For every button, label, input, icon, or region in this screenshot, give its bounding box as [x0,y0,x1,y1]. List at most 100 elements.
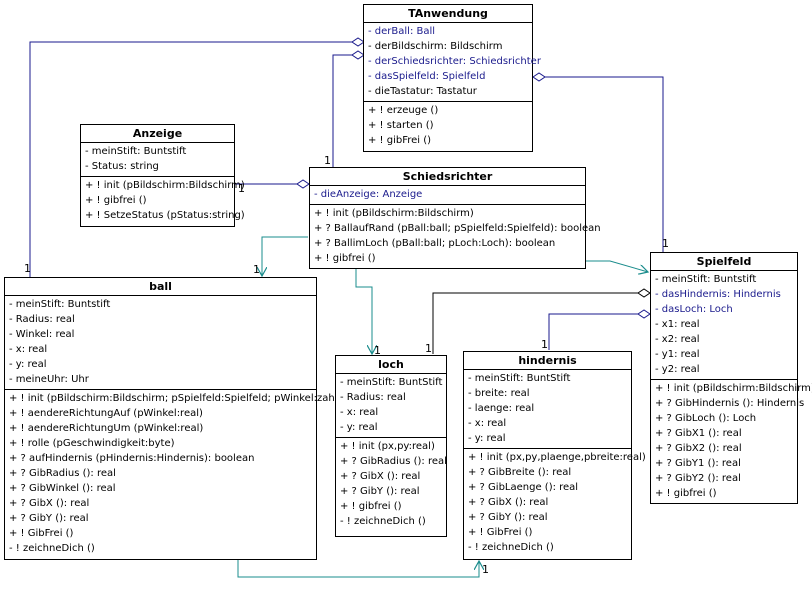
class-tanwendung[interactable]: TAnwendung - derBall: Ball - derBildschi… [363,4,541,152]
method-row: + ! gibfrei () [655,488,717,499]
diamond-tanwendung-spielfeld [532,72,546,82]
method-row: + ? GibY (): real [468,512,548,523]
method-row: + ! init (pBildschirm:Bildschirm; pSpiel… [9,393,342,404]
dep-ball-hindernis [237,560,479,578]
method-row: + ? BallimLoch (pBall:ball; pLoch:Loch):… [314,238,556,249]
methods-section: + ! erzeuge () + ! starten () + ! gibFre… [364,102,532,150]
method-row: + ? GibHindernis (): Hindernis [655,398,805,409]
class-name: loch [336,356,446,374]
method-row: + ? GibY1 (): real [655,458,741,469]
attributes-section: - meinStift: BuntStift - breite: real - … [464,370,631,449]
method-row: - ! zeichneDich () [468,542,554,553]
attribute-row: - meinStift: BuntStift [340,377,443,388]
attribute-row: - dieTastatur: Tastatur [368,86,477,97]
method-row: + ! SetzeStatus (pStatus:string) [85,210,245,221]
method-row: + ? GibY (): real [340,486,420,497]
method-row: + ! init (pBildschirm:Bildschirm) [85,180,245,191]
diamond-tanwendung-schiedsrichter [351,50,365,60]
attributes-section: - meinStift: BuntStift - Radius: real - … [336,374,446,438]
attribute-row: - dieAnzeige: Anzeige [314,189,423,200]
class-name: Schiedsrichter [310,168,585,186]
attribute-row: - y: real [468,433,506,444]
attribute-row: - dasSpielfeld: Spielfeld [368,71,486,82]
method-row: + ? GibX2 (): real [655,443,742,454]
class-name: ball [5,278,316,296]
attribute-row: - y1: real [655,349,700,360]
method-row: + ? GibRadius (): real [9,468,116,479]
assoc-tanwendung-schiedsrichter [332,54,352,167]
attribute-row: - meinStift: Buntstift [85,146,187,157]
dep-schiedsrichter-ball [262,236,308,276]
attribute-row: - dasLoch: Loch [655,304,733,315]
attribute-row: - y: real [9,359,47,370]
attribute-row: - laenge: real [468,403,535,414]
method-row: + ? GibLaenge (): real [468,482,579,493]
diamond-spielfeld-loch [637,288,651,298]
attribute-row: - derBildschirm: Bildschirm [368,41,503,52]
multiplicity-ball-tanwendung: 1 [24,262,31,275]
method-row: + ! gibfrei () [85,195,147,206]
multiplicity-schiedsrichter-tanwendung: 1 [324,154,331,167]
attribute-row: - meinStift: Buntstift [655,274,757,285]
attribute-row: - meinStift: BuntStift [468,373,571,384]
multiplicity-loch-schiedsrichter: 1 [374,344,381,357]
method-row: + ? GibX (): real [340,471,421,482]
dep-schiedsrichter-loch [355,268,372,354]
method-row: + ! init (px,py,plaenge,pbreite:real) [468,452,646,463]
method-row: + ? GibBreite (): real [468,467,572,478]
methods-section: + ! init (px,py:real) + ? GibRadius (): … [336,438,447,531]
method-row: + ! GibFrei () [9,528,74,539]
class-name: TAnwendung [364,5,532,23]
method-row: + ? GibX (): real [468,497,549,508]
method-row: + ? GibRadius (): real [340,456,447,467]
method-row: + ! aendereRichtungUm (pWinkel:real) [9,423,204,434]
method-row: + ? GibX (): real [9,498,90,509]
method-row: + ! init (pBildschirm:Bildschirm) [655,383,812,394]
multiplicity-hindernis-spielfeld: 1 [541,338,548,351]
methods-section: + ! init (pBildschirm:Bildschirm) + ! gi… [81,177,245,225]
diamond-schiedsrichter-anzeige [296,179,310,189]
methods-section: + ! init (pBildschirm:Bildschirm) + ? Gi… [651,380,812,503]
class-loch[interactable]: loch - meinStift: BuntStift - Radius: re… [335,355,447,537]
method-row: + ! GibFrei () [468,527,533,538]
attribute-row: - Status: string [85,161,159,172]
method-row: + ! init (px,py:real) [340,441,435,452]
assoc-spielfeld-hindernis [548,313,638,350]
method-row: + ! gibFrei () [368,135,432,146]
methods-section: + ! init (pBildschirm:Bildschirm; pSpiel… [5,390,342,558]
multiplicity-anzeige-schiedsrichter: 1 [238,182,245,195]
method-row: + ? GibWinkel (): real [9,483,116,494]
attribute-row: - x: real [9,344,48,355]
methods-section: + ! init (pBildschirm:Bildschirm) + ? Ba… [310,205,601,268]
attribute-row: - dasHindernis: Hindernis [655,289,781,300]
class-name: hindernis [464,352,631,370]
dep-schiedsrichter-spielfeld [586,260,648,272]
class-schiedsrichter[interactable]: Schiedsrichter - dieAnzeige: Anzeige + !… [309,167,601,269]
class-spielfeld[interactable]: Spielfeld - meinStift: Buntstift - dasHi… [650,252,812,504]
method-row: + ? GibX1 (): real [655,428,742,439]
diamond-spielfeld-hindernis [637,309,651,319]
attribute-row: - x: real [468,418,507,429]
method-row: - ! zeichneDich () [9,543,95,554]
method-row: + ? GibY2 (): real [655,473,741,484]
attributes-section: - meinStift: Buntstift - Radius: real - … [5,296,316,390]
assoc-tanwendung-spielfeld [545,76,664,252]
class-anzeige[interactable]: Anzeige - meinStift: Buntstift - Status:… [80,124,245,227]
attribute-row: - y: real [340,422,378,433]
method-row: + ! gibfrei () [340,501,402,512]
attribute-row: - Radius: real [340,392,406,403]
attribute-row: - x1: real [655,319,700,330]
method-row: - ! zeichneDich () [340,516,426,527]
class-hindernis[interactable]: hindernis - meinStift: BuntStift - breit… [463,351,646,560]
class-name: Spielfeld [651,253,797,271]
diamond-tanwendung-ball [351,37,365,47]
class-ball[interactable]: ball - meinStift: Buntstift - Radius: re… [4,277,342,560]
method-row: + ? aufHindernis (pHindernis:Hindernis):… [9,453,255,464]
method-row: + ! aendereRichtungAuf (pWinkel:real) [9,408,203,419]
attribute-row: - derBall: Ball [368,26,436,37]
multiplicity-loch-spielfeld: 1 [425,342,432,355]
multiplicity-hindernis-ball: 1 [482,563,489,576]
attribute-row: - meinStift: Buntstift [9,299,111,310]
method-row: + ! rolle (pGeschwindigkeit:byte) [9,438,175,449]
